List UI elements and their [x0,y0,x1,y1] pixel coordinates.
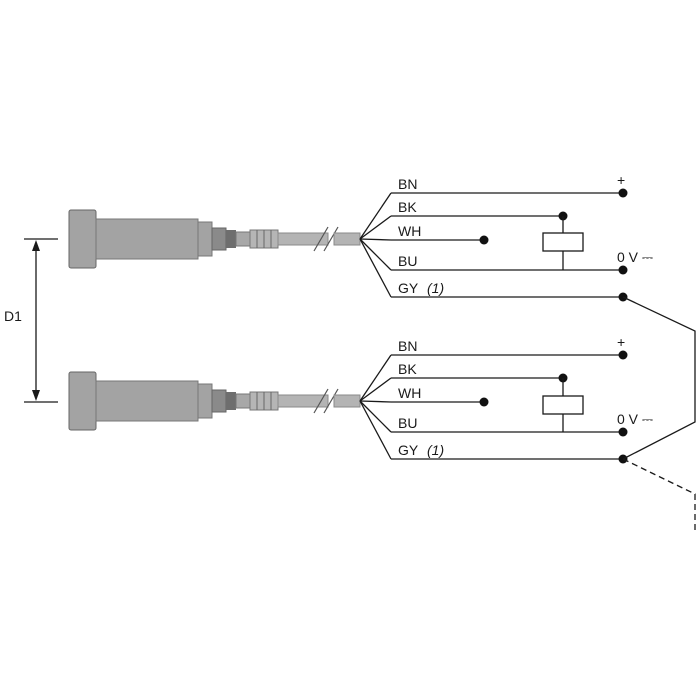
sensor-1-body [68,209,361,269]
sensor-2-bn-terminal-dot [618,350,628,360]
sensor-2-fan [359,354,392,460]
dimension-arrow-top [32,240,40,251]
sensor-2-bu-terminal-label: 0 V ⎓ [617,411,653,427]
sensor-1-bn-terminal-dot [618,188,628,198]
sensor-2-wh-end-dot [479,397,489,407]
sensor-1-wire-wh: WH [391,223,489,245]
sensor-1-wh-end-dot [479,235,489,245]
sensor-1-load-resistor [542,232,584,252]
sensor-2-wire-bn-label: BN [398,338,417,354]
sensor-1-bu-terminal-label: 0 V ⎓ [617,249,653,265]
sensor-1-load [542,216,584,270]
sensor-1-wire-gy-label: GY [398,280,419,296]
sensor-1-bn-terminal-label: + [617,172,625,188]
sync-interconnect [622,296,696,530]
dimension-arrow-bottom [32,390,40,401]
sensor-1-wire-bk-label: BK [398,199,417,215]
sensor-2-wire-bu-label: BU [398,415,417,431]
sensor-1-wire-bu-label: BU [398,253,417,269]
sensor-1-wire-gy-note: (1) [427,280,444,296]
sensor-2-wire-bk: BK [391,361,568,383]
sensor-2: BN + BK WH BU 0 V ⎓ [68,334,653,464]
sensor-2-wire-gy-label: GY [398,442,419,458]
sensor-2-wire-bu: BU 0 V ⎓ [391,411,653,437]
sync-link-dashed-continuation [622,458,696,530]
sensor-1-wire-bk: BK [391,199,568,221]
sensor-2-wire-wh-label: WH [398,385,421,401]
sensor-1-wire-bn-label: BN [398,176,417,192]
sensor-2-wire-bn: BN + [391,334,628,360]
sensor-2-bu-terminal-dot [618,427,628,437]
sensor-1-wire-bu: BU 0 V ⎓ [391,249,653,275]
sync-link-line [622,296,696,460]
sensor-1-wire-gy: GY (1) [391,280,628,302]
sensor-2-wire-bk-label: BK [398,361,417,377]
dimension-label: D1 [4,308,22,324]
sensor-2-wire-gy-note: (1) [427,442,444,458]
dimension-d1: D1 [4,238,58,403]
sensor-2-wire-wh: WH [391,385,489,407]
sensor-2-load [542,378,584,432]
sensor-2-wire-gy: GY (1) [391,442,628,464]
sensor-2-body [68,371,361,431]
sensor-1-bu-terminal-dot [618,265,628,275]
sensor-2-load-resistor [542,395,584,415]
sensor-1: BN + BK WH BU 0 V ⎓ [68,172,653,302]
sensor-1-wire-bn: BN + [391,172,628,198]
sensor-1-wire-wh-label: WH [398,223,421,239]
sensor-1-fan [359,192,392,298]
sensor-2-bn-terminal-label: + [617,334,625,350]
